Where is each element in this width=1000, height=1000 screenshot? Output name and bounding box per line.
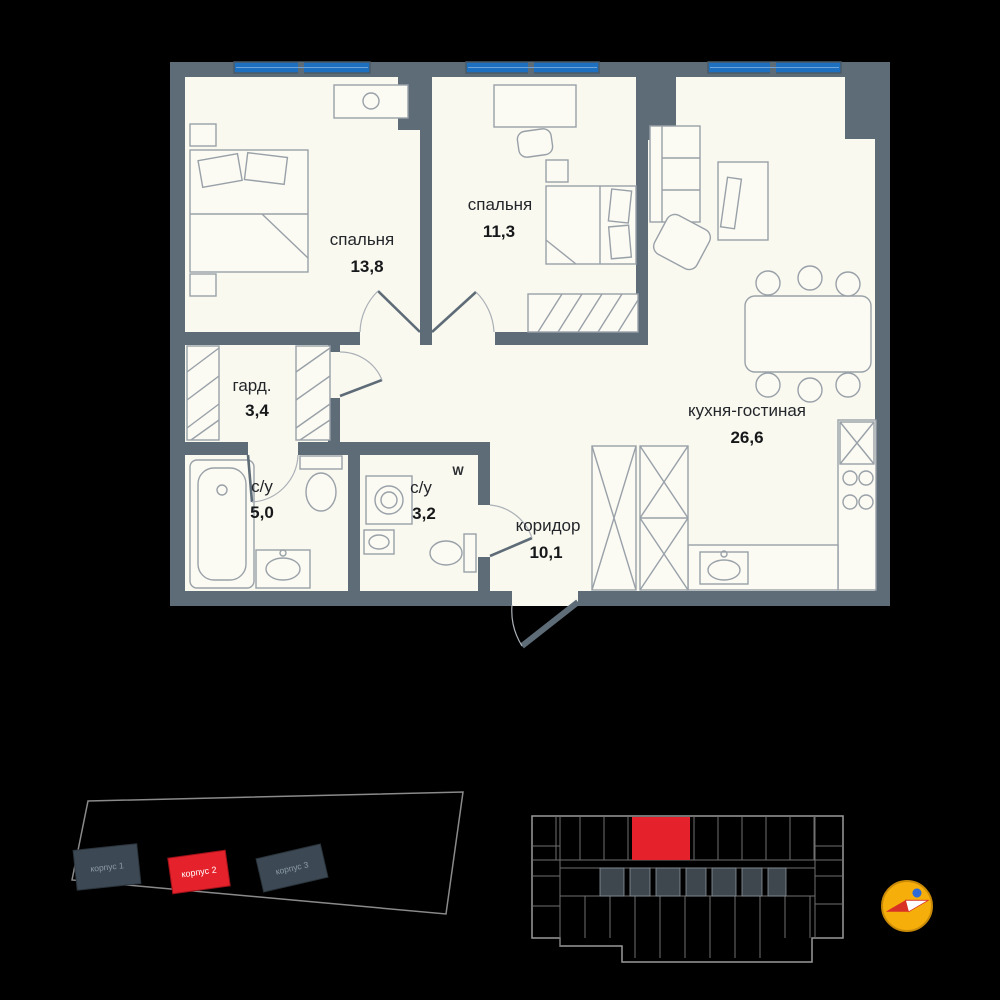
room-label-bedroom-1: спальня [330, 230, 395, 249]
site-plan: корпус 1 корпус 2 корпус 3 [71, 791, 464, 915]
selected-unit[interactable] [632, 817, 690, 860]
floor-plate-mini [531, 815, 844, 963]
room-area-corridor: 10,1 [529, 543, 562, 562]
floor-plan: спальня 13,8 спальня 11,3 кухня-гостиная… [170, 61, 890, 649]
dining-table [744, 295, 872, 373]
stove-burner [858, 470, 874, 486]
room-area-bedroom-1: 13,8 [350, 257, 383, 276]
chair [835, 271, 861, 297]
entrance-door [511, 599, 580, 649]
room-label-bedroom-2: спальня [468, 195, 533, 214]
pillow [243, 151, 289, 186]
armchair [652, 213, 712, 271]
room-area-wardrobe: 3,4 [245, 401, 269, 420]
building-3[interactable]: корпус 3 [255, 843, 329, 893]
chair [755, 372, 781, 398]
bathroom-1-fixtures [189, 455, 343, 589]
building-1[interactable]: корпус 1 [72, 843, 142, 891]
room-area-bedroom-2: 11,3 [483, 222, 515, 241]
bathtub [189, 459, 255, 589]
chair [797, 377, 823, 403]
desk [493, 84, 577, 128]
toilet [463, 533, 477, 573]
room-label-kitchen: кухня-гостиная [688, 401, 806, 420]
nightstand [189, 123, 217, 147]
room-area-kitchen: 26,6 [730, 428, 763, 447]
building-core-blocks [599, 867, 787, 897]
chair [835, 372, 861, 398]
bedroom-2-furniture [493, 84, 639, 333]
door-leaf [489, 536, 533, 558]
chair [755, 270, 781, 296]
compass-icon [881, 880, 933, 932]
room-label-wardrobe: гард. [233, 376, 272, 395]
tv-icon [719, 176, 743, 230]
door-leaf [431, 291, 477, 333]
corridor-closets [591, 445, 689, 591]
washing-machine [365, 475, 413, 525]
chair [797, 265, 823, 291]
door-leaf [377, 290, 421, 333]
building-1-label: корпус 1 [90, 860, 124, 873]
pillow [607, 224, 633, 260]
building-2-selected[interactable]: корпус 2 [167, 849, 231, 895]
fridge [839, 421, 875, 465]
sofa [649, 125, 701, 223]
room-label-bathroom-1: с/у [251, 477, 273, 496]
entry-door-leaf [520, 599, 580, 649]
toilet [299, 455, 343, 470]
nightstand [189, 273, 217, 297]
windows [233, 61, 842, 75]
door-leaf [246, 454, 254, 503]
building-2-label: корпус 2 [181, 865, 217, 880]
living-room-furniture [649, 125, 872, 403]
stove-burner [842, 470, 858, 486]
interior-walls [185, 77, 875, 606]
stove-burner [858, 494, 874, 510]
room-label-bathroom-2: с/у [410, 478, 432, 497]
door-leaf [339, 378, 383, 398]
washer-label: W [452, 464, 464, 478]
kitchen-sink [699, 551, 749, 585]
room-area-bathroom-2: 3,2 [412, 504, 436, 523]
room-area-bathroom-1: 5,0 [250, 503, 274, 522]
pillow [197, 152, 243, 189]
dresser [333, 84, 409, 119]
nightstand [545, 159, 569, 183]
chair [516, 128, 554, 158]
rug [527, 293, 639, 333]
bathroom-2-fixtures [363, 475, 477, 573]
bedroom-1-furniture [189, 84, 409, 297]
floor-plate-outline [531, 815, 844, 963]
kitchen-furniture [687, 419, 877, 591]
wardrobe-cabinets [186, 345, 331, 441]
room-labels: спальня 13,8 спальня 11,3 кухня-гостиная… [233, 195, 807, 562]
door-swings [246, 290, 533, 558]
stove-burner [842, 494, 858, 510]
room-label-corridor: коридор [516, 516, 581, 535]
pillow [607, 188, 633, 224]
